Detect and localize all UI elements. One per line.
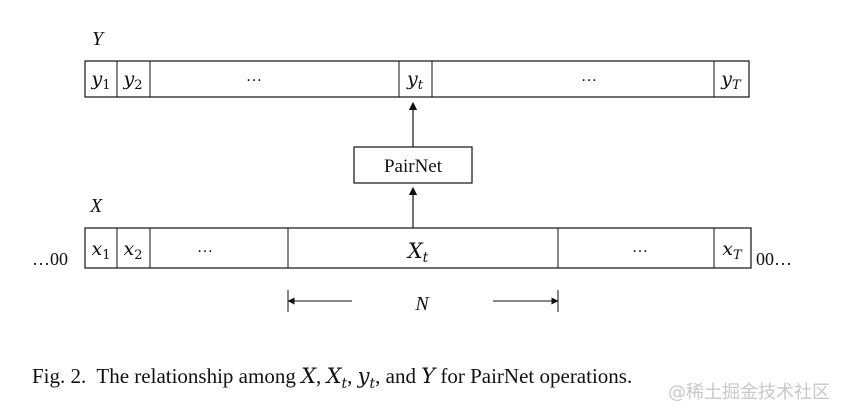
output-cell-yT: yT	[720, 68, 742, 93]
right-zero-padding: 00…	[756, 249, 792, 269]
left-zero-padding: …00	[32, 249, 68, 269]
caption-var-x: X	[301, 364, 317, 388]
input-sequence-row: x1 x2 … Xt … xT	[84, 227, 752, 269]
caption-var-yt: yt	[357, 364, 376, 393]
output-cell-ellipsis-left: …	[246, 68, 262, 85]
input-cell-x2: x2	[124, 238, 143, 263]
pairnet-box: PairNet	[353, 146, 473, 184]
output-cell-ellipsis-right: …	[581, 68, 597, 85]
output-sequence-label: Y	[92, 28, 105, 50]
input-cell-x1: x1	[92, 238, 111, 263]
output-cell-y2: y2	[122, 68, 142, 93]
watermark: @稀土掘金技术社区	[668, 382, 830, 403]
output-sequence-row: y1 y2 … yt … yT	[84, 60, 750, 98]
window-size-label: N	[414, 293, 430, 315]
input-cell-ellipsis-right: …	[632, 239, 648, 256]
pairnet-label: PairNet	[384, 156, 443, 177]
output-cell-y1: y1	[90, 68, 110, 93]
caption-prefix: Fig. 2.	[32, 364, 87, 388]
caption-text-2: and	[385, 364, 416, 388]
caption-text-3: for PairNet operations.	[440, 364, 633, 388]
window-span-indicator: N	[287, 290, 559, 315]
output-cell-yt: yt	[406, 68, 424, 93]
input-cell-ellipsis-left: …	[197, 239, 213, 256]
input-cell-Xt: Xt	[406, 239, 429, 266]
caption-var-xt: Xt	[326, 364, 348, 393]
input-cell-xT: xT	[722, 238, 743, 263]
input-sequence-label: X	[89, 195, 103, 217]
caption-var-y: Y	[421, 364, 436, 388]
caption-text-1: The relationship among	[96, 364, 296, 388]
figure-caption: Fig. 2. The relationship among X, Xt, yt…	[32, 364, 633, 393]
